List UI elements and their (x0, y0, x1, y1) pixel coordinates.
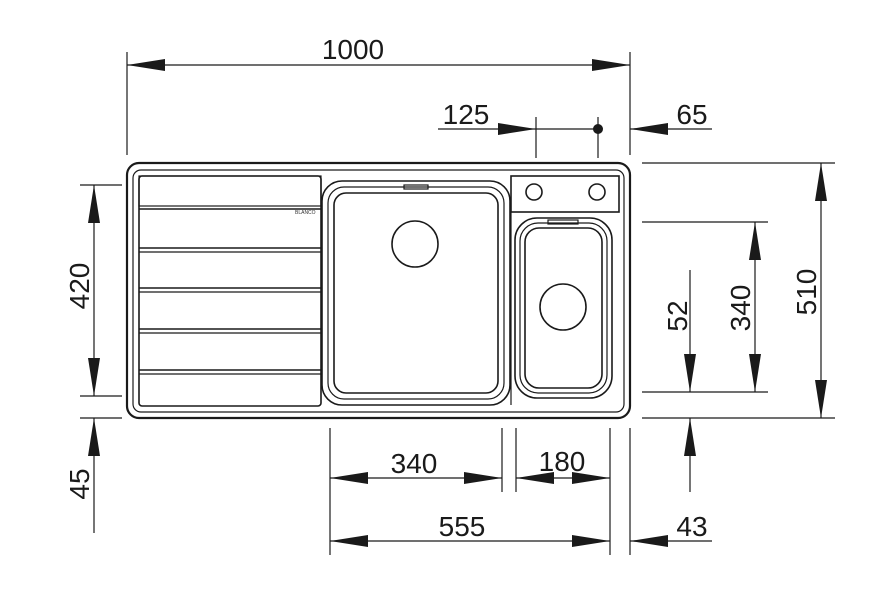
sink-outline (125, 161, 632, 420)
tap-hole-left (525, 183, 543, 201)
label-overall-width: 1000 (322, 34, 384, 65)
dim-small-bowl-offset: 52 (662, 270, 696, 492)
label-drainer-depth: 420 (64, 263, 95, 310)
label-small-bowl-depth: 340 (725, 285, 756, 332)
main-bowl (321, 180, 511, 406)
dim-overall-depth: 510 (642, 162, 835, 419)
dim-overall-width: 1000 (126, 34, 631, 155)
dim-tap-hole-position: 125 65 (438, 99, 712, 158)
label-tap-offset-right: 65 (676, 99, 707, 130)
label-small-bowl-width: 180 (539, 446, 586, 477)
label-total-bowls-width: 555 (439, 511, 486, 542)
label-right-margin: 43 (676, 511, 707, 542)
small-bowl-drain (539, 283, 587, 331)
label-bottom-margin: 45 (64, 468, 95, 499)
label-small-bowl-offset: 52 (662, 300, 693, 331)
tap-hole-right (588, 183, 606, 201)
dim-bowl-widths: 340 180 (329, 428, 611, 555)
main-bowl-drain (391, 220, 439, 268)
dim-drainer-depth: 420 (64, 184, 122, 397)
label-overall-depth: 510 (791, 269, 822, 316)
small-bowl (510, 212, 613, 405)
brand-label: BLANCO (295, 210, 316, 216)
tap-hole-marker (593, 124, 603, 134)
tap-deck (510, 175, 620, 213)
drainer-board: BLANCO (138, 175, 322, 407)
label-tap-offset-left: 125 (443, 99, 490, 130)
dim-total-bowls-width: 555 43 (330, 428, 712, 555)
dim-bottom-margin: 45 (64, 417, 122, 533)
dim-small-bowl-depth: 340 (642, 221, 768, 393)
label-main-bowl-width: 340 (391, 448, 438, 479)
